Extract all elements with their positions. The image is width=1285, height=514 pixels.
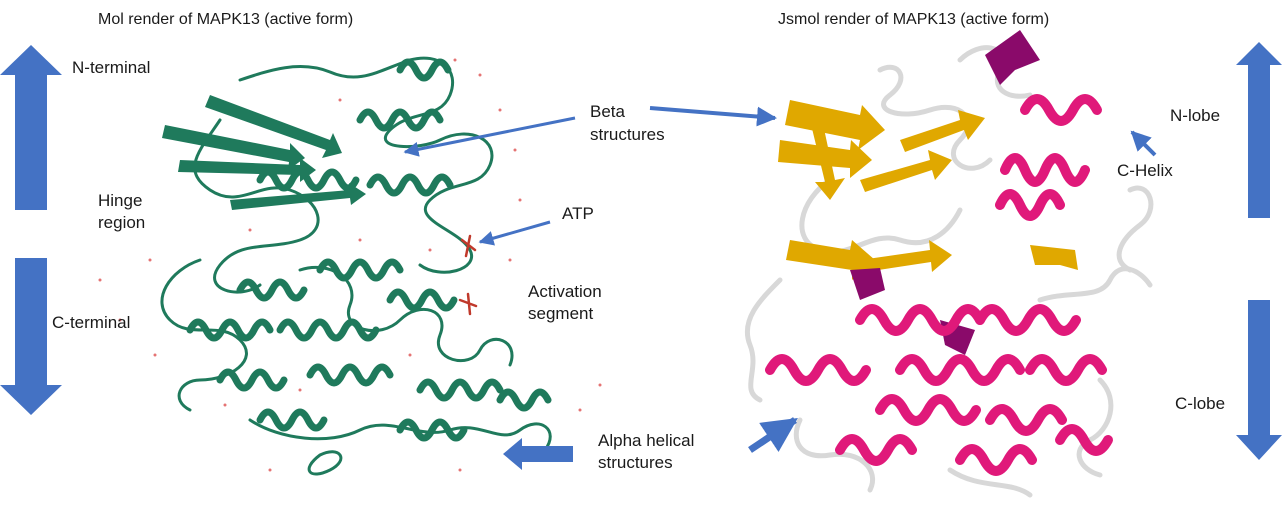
c-helix-arrow xyxy=(1130,130,1157,157)
n-lobe-label: N-lobe xyxy=(1170,106,1221,125)
pointer-arrows xyxy=(403,106,1157,453)
left-protein-water-dots xyxy=(98,58,602,472)
left-protein-render xyxy=(98,56,602,476)
left-panel-title: Mol render of MAPK13 (active form) xyxy=(98,11,354,28)
right-protein-helices xyxy=(765,94,1113,476)
beta-structures-label-line2: structures xyxy=(590,125,665,144)
beta-structures-label-line1: Beta xyxy=(590,102,625,121)
left-protein-helices xyxy=(186,58,552,442)
c-terminal-label: C-terminal xyxy=(52,313,131,332)
hinge-region-label-line1: Hinge xyxy=(98,191,143,210)
c-lobe-arrow xyxy=(1236,300,1282,460)
left-protein-strands xyxy=(162,95,366,210)
alpha-arrow-right xyxy=(748,417,798,453)
c-lobe-label: C-lobe xyxy=(1175,394,1226,413)
atp-arrow xyxy=(478,220,551,246)
hinge-region-label-line2: region xyxy=(98,213,146,232)
atp-label: ATP xyxy=(562,204,594,223)
activation-segment-label-line1: Activation xyxy=(528,282,602,301)
beta-arrow-left xyxy=(403,116,576,157)
alpha-helical-label-line2: structures xyxy=(598,453,673,472)
c-terminal-arrow xyxy=(0,258,62,415)
right-protein-turns xyxy=(850,30,1040,355)
beta-arrow-right xyxy=(649,106,777,127)
n-lobe-arrow xyxy=(1236,42,1282,218)
right-protein-render xyxy=(744,30,1154,498)
atp-molecule xyxy=(458,234,478,316)
right-protein-strands xyxy=(778,100,1078,280)
n-terminal-label: N-terminal xyxy=(72,58,151,77)
n-terminal-arrow xyxy=(0,45,62,210)
c-helix-label: C-Helix xyxy=(1117,161,1173,180)
right-panel-title: Jsmol render of MAPK13 (active form) xyxy=(778,11,1050,28)
alpha-helical-label-line1: Alpha helical xyxy=(598,431,695,450)
activation-segment-label-line2: segment xyxy=(528,304,594,323)
alpha-arrow-left xyxy=(503,438,573,470)
